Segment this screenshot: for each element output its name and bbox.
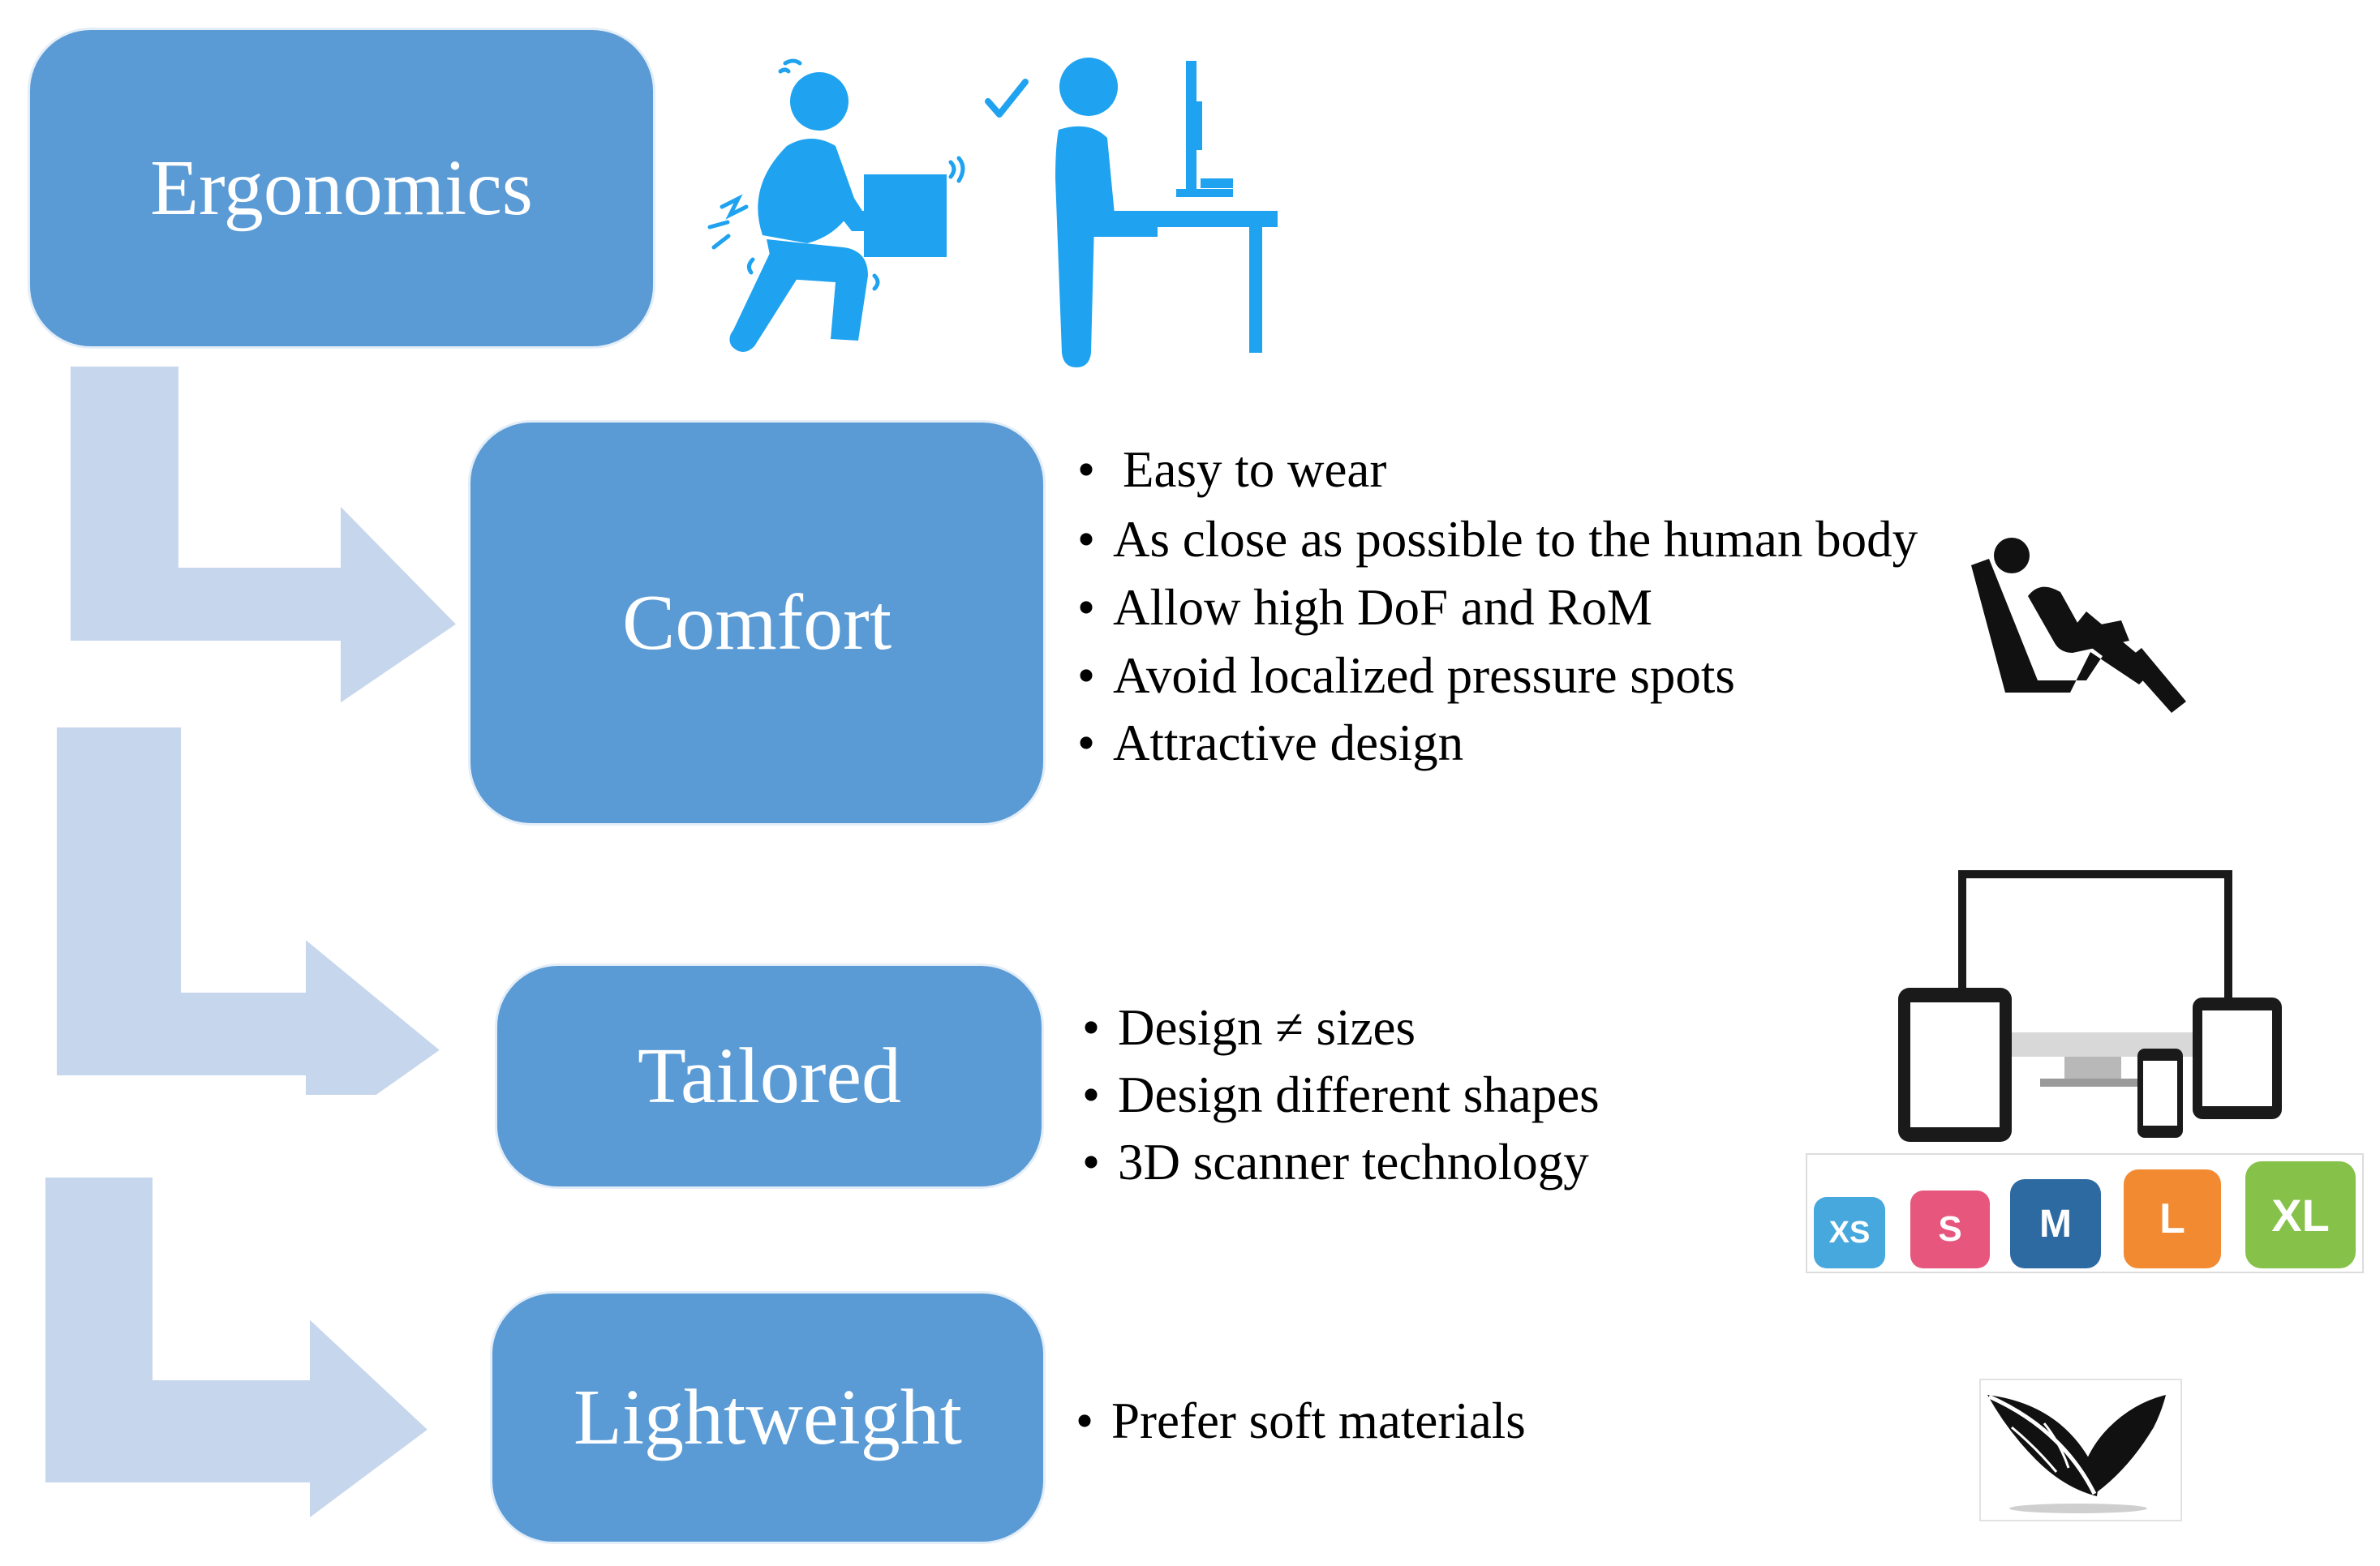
comfort-box: Comfort xyxy=(468,420,1046,826)
size-tag-m: M xyxy=(2010,1179,2101,1268)
reclining-seat-icon xyxy=(1971,538,2186,713)
size-tag-label: M xyxy=(2039,1202,2072,1246)
list-item: •Design ≠ sizes xyxy=(1082,999,1416,1056)
size-tag-l: L xyxy=(2124,1169,2221,1268)
arrow-ergonomics-to-comfort xyxy=(67,363,462,709)
size-tag-xs: XS xyxy=(1814,1197,1885,1268)
comfort-label: Comfort xyxy=(621,579,892,667)
ergonomics-box: Ergonomics xyxy=(28,28,655,349)
ergonomics-label: Ergonomics xyxy=(150,144,533,232)
arrow-comfort-to-tailored xyxy=(54,724,445,1095)
lightweight-label: Lightweight xyxy=(573,1374,963,1461)
arrow-tailored-to-lightweight xyxy=(42,1174,433,1524)
comfort-bullet-list: •Easy to wear •As close as possible to t… xyxy=(1077,436,1937,777)
list-item: •As close as possible to the human body xyxy=(1077,511,1918,568)
list-item: •3D scanner technology xyxy=(1082,1134,1589,1191)
feather-icon xyxy=(1979,1379,2182,1521)
tailored-box: Tailored xyxy=(495,963,1044,1189)
list-item: •Allow high DoF and RoM xyxy=(1077,579,1653,637)
lifting-person-icon xyxy=(707,58,965,352)
size-tag-s: S xyxy=(1910,1191,1990,1268)
size-tag-label: XS xyxy=(1828,1215,1871,1250)
size-tag-label: XL xyxy=(2271,1189,2330,1241)
list-item: •Easy to wear xyxy=(1077,441,1387,498)
lightweight-box: Lightweight xyxy=(490,1291,1046,1544)
size-tag-label: S xyxy=(1938,1209,1962,1249)
lightweight-bullet-list: •Prefer soft materials xyxy=(1076,1388,1725,1455)
size-tag-label: L xyxy=(2159,1195,2185,1242)
size-tags: XS S M L XL xyxy=(1806,1153,2364,1273)
list-item: •Prefer soft materials xyxy=(1076,1392,1526,1449)
tailored-bullet-list: •Design ≠ sizes •Design different shapes… xyxy=(1082,994,1731,1196)
devices-icon xyxy=(1898,870,2282,1142)
list-item: •Attractive design xyxy=(1077,714,1464,771)
size-tag-xl: XL xyxy=(2245,1161,2356,1268)
standing-desk-person-icon xyxy=(985,58,1278,367)
list-item: •Avoid localized pressure spots xyxy=(1077,646,1735,704)
list-item: •Design different shapes xyxy=(1082,1066,1600,1124)
tailored-label: Tailored xyxy=(637,1032,902,1120)
